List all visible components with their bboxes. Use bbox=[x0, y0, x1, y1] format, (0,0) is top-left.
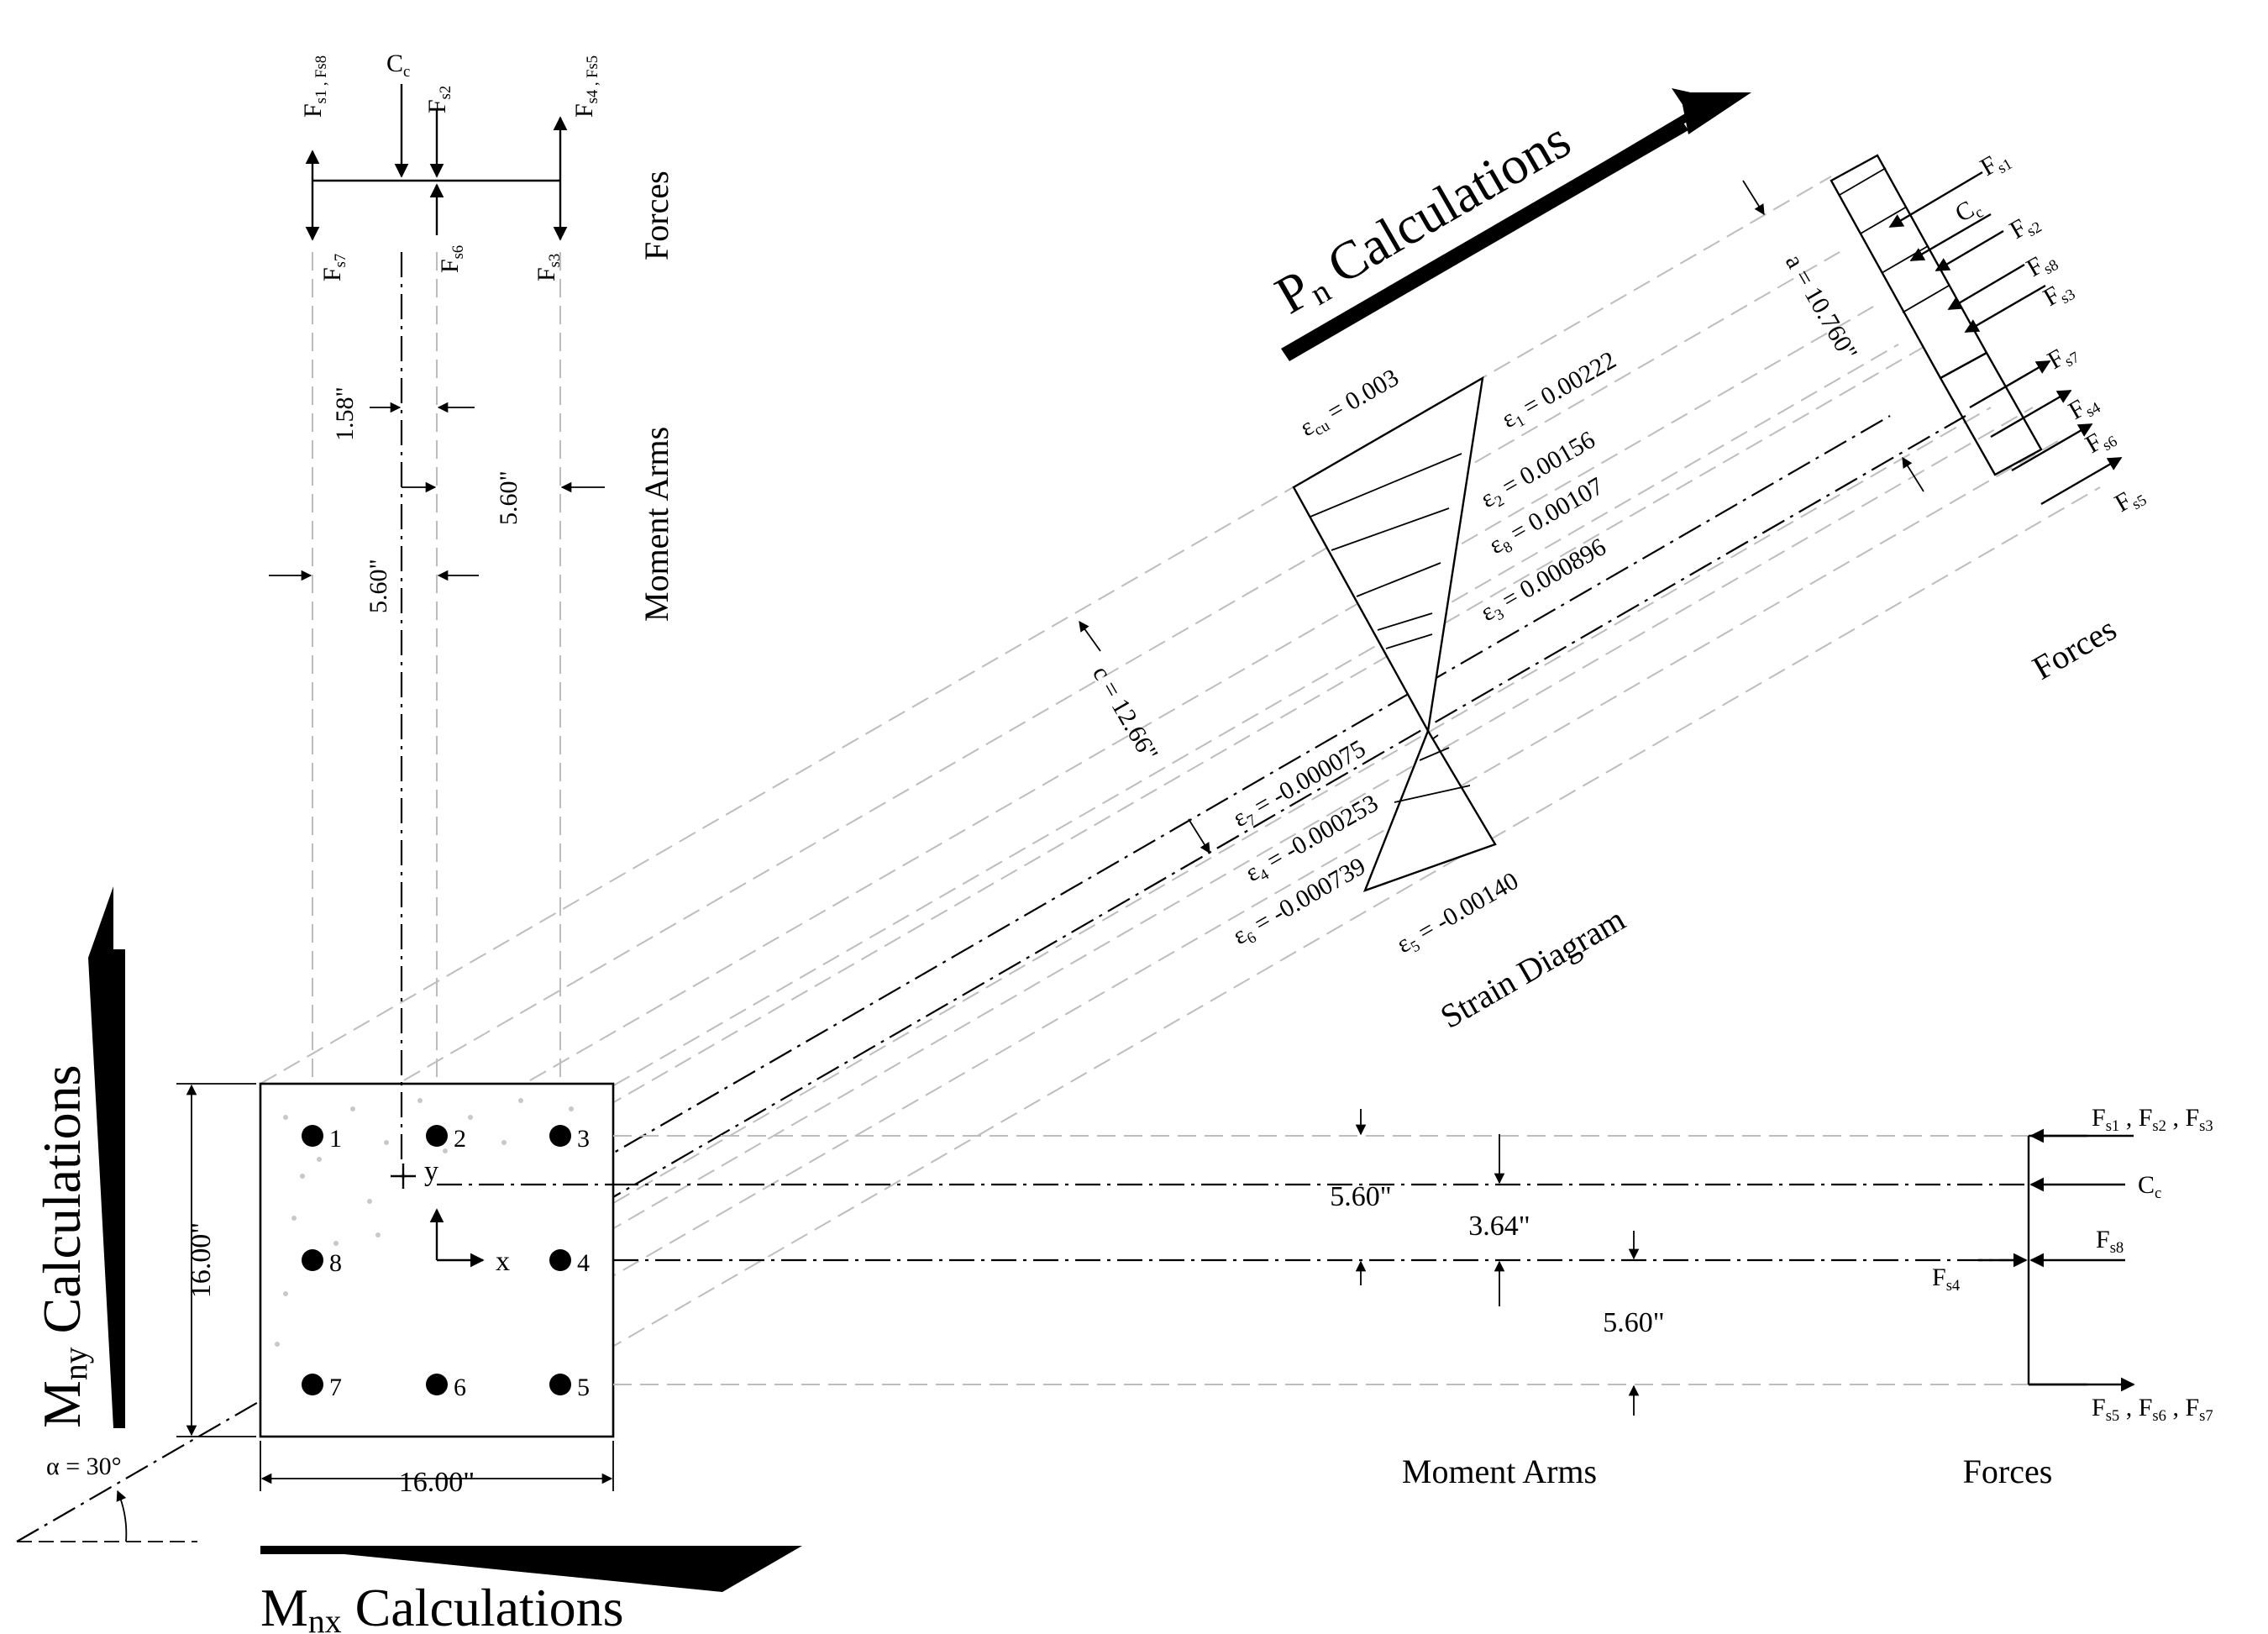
pn-forces-label: Forces bbox=[2026, 610, 2123, 687]
right-moment-arms-label: Moment Arms bbox=[1402, 1453, 1597, 1490]
top-vertical-lines bbox=[312, 252, 561, 1159]
rebar-5 bbox=[549, 1374, 571, 1395]
svg-text:Fs4: Fs4 bbox=[2064, 387, 2103, 428]
svg-text:Fs8: Fs8 bbox=[2096, 1226, 2124, 1257]
svg-text:Fs2: Fs2 bbox=[2005, 207, 2045, 248]
right-arm-364: 3.64" bbox=[1468, 1211, 1530, 1242]
section-width-dimension: 16.00" bbox=[260, 1441, 614, 1498]
top-forces-diagram: Fs1 , Fs8 Cc Fs2 Fs4 , Fs5 Fs7 Fs6 Fs3 F… bbox=[299, 50, 675, 281]
bar-label-5: 5 bbox=[577, 1374, 590, 1401]
svg-text:Mnx Calculations: Mnx Calculations bbox=[260, 1578, 624, 1634]
c-depth-label: c = 12.66" bbox=[1087, 661, 1163, 766]
right-arm-560-a: 5.60" bbox=[1330, 1181, 1391, 1212]
bar-label-4: 4 bbox=[577, 1249, 590, 1277]
svg-text:Fs3: Fs3 bbox=[2039, 274, 2078, 315]
top-forces-label: Forces bbox=[638, 171, 675, 260]
rebar-2 bbox=[426, 1125, 448, 1147]
mny-title: Mny Calculations bbox=[32, 886, 125, 1428]
top-arm-560-b: 5.60" bbox=[495, 470, 522, 525]
svg-text:Fs8: Fs8 bbox=[2022, 244, 2061, 286]
svg-text:Mny Calculations: Mny Calculations bbox=[32, 1064, 94, 1428]
svg-text:Cc: Cc bbox=[2138, 1171, 2161, 1202]
svg-text:Fs1 , Fs8: Fs1 , Fs8 bbox=[299, 55, 330, 118]
y-axis-label: y bbox=[424, 1156, 438, 1187]
section-width-label: 16.00" bbox=[399, 1467, 475, 1498]
svg-text:ε1 = 0.00222: ε1 = 0.00222 bbox=[1497, 346, 1623, 437]
svg-text:Fs7: Fs7 bbox=[2043, 337, 2082, 378]
svg-text:Fs5 , Fs6 , Fs7: Fs5 , Fs6 , Fs7 bbox=[2092, 1394, 2213, 1425]
rebar-6 bbox=[426, 1374, 448, 1395]
svg-text:Fs7: Fs7 bbox=[318, 254, 349, 281]
right-forces-label: Forces bbox=[1963, 1453, 2053, 1490]
svg-text:Cc: Cc bbox=[386, 50, 410, 81]
svg-text:Fs6: Fs6 bbox=[436, 245, 467, 273]
right-horizontal-lines bbox=[613, 1135, 2033, 1385]
pn-title: Pn Calculations bbox=[1266, 88, 1751, 361]
top-arm-158: 1.58" bbox=[331, 386, 359, 441]
x-axis-label: x bbox=[496, 1246, 510, 1277]
top-arm-560-a: 5.60" bbox=[365, 559, 392, 613]
bar-label-3: 3 bbox=[577, 1125, 590, 1153]
rebar-group: 1 2 3 4 5 6 7 8 bbox=[302, 1125, 590, 1401]
top-moment-arms: 1.58" 5.60" 5.60" Moment Arms bbox=[269, 386, 675, 622]
rebar-7 bbox=[302, 1374, 323, 1395]
bar-label-7: 7 bbox=[329, 1374, 342, 1401]
svg-text:Fs5: Fs5 bbox=[2110, 480, 2150, 521]
pn-force-block: Fs1 Cc Fs2 Fs8 Fs3 Fs7 Fs4 Fs6 Fs5 Force… bbox=[1830, 144, 2150, 687]
bar-label-1: 1 bbox=[329, 1125, 342, 1153]
rebar-1 bbox=[302, 1125, 323, 1147]
rebar-8 bbox=[302, 1249, 323, 1271]
svg-text:Fs3: Fs3 bbox=[533, 254, 564, 281]
svg-text:ε5 = -0.00140: ε5 = -0.00140 bbox=[1392, 867, 1525, 962]
mnx-title: Mnx Calculations bbox=[260, 1546, 802, 1634]
strain-diagram: εcu = 0.003 ε1 = 0.00222 ε2 = 0.00156 ε8… bbox=[1228, 346, 1631, 1036]
top-moment-arms-label: Moment Arms bbox=[638, 427, 675, 622]
rebar-3 bbox=[549, 1125, 571, 1147]
svg-text:Fs1: Fs1 bbox=[1976, 144, 2015, 185]
neutral-axis-line bbox=[16, 415, 1966, 1542]
angle-indicator: α = 30° bbox=[17, 1453, 197, 1542]
svg-text:Cc: Cc bbox=[1950, 192, 1987, 230]
rebar-4 bbox=[549, 1249, 571, 1271]
right-forces-diagram: Fs1 , Fs2 , Fs3 Cc Fs8 Fs4 Fs5 , Fs6 , F… bbox=[1932, 1104, 2213, 1490]
bar-label-2: 2 bbox=[454, 1125, 466, 1153]
svg-text:Fs4 , Fs5: Fs4 , Fs5 bbox=[570, 55, 601, 118]
angle-label: α = 30° bbox=[46, 1453, 122, 1480]
svg-text:Fs2: Fs2 bbox=[423, 86, 454, 113]
bar-label-8: 8 bbox=[329, 1249, 342, 1277]
svg-text:Fs4: Fs4 bbox=[1932, 1264, 1960, 1295]
bar-label-6: 6 bbox=[454, 1374, 466, 1401]
right-arm-560-b: 5.60" bbox=[1603, 1307, 1664, 1338]
rotated-projection-lines bbox=[260, 176, 2101, 1379]
c-dimension: c = 12.66" bbox=[1079, 620, 1210, 854]
centroid-axes: x y bbox=[391, 1156, 510, 1277]
right-moment-arms: 5.60" 3.64" 5.60" Moment Arms bbox=[1330, 1109, 1665, 1490]
section-height-label: 16.00" bbox=[186, 1222, 217, 1298]
a-depth-label: a = 10.760" bbox=[1780, 250, 1863, 365]
svg-text:Fs1 , Fs2 , Fs3: Fs1 , Fs2 , Fs3 bbox=[2092, 1104, 2213, 1135]
section-height-dimension: 16.00" bbox=[176, 1083, 256, 1437]
